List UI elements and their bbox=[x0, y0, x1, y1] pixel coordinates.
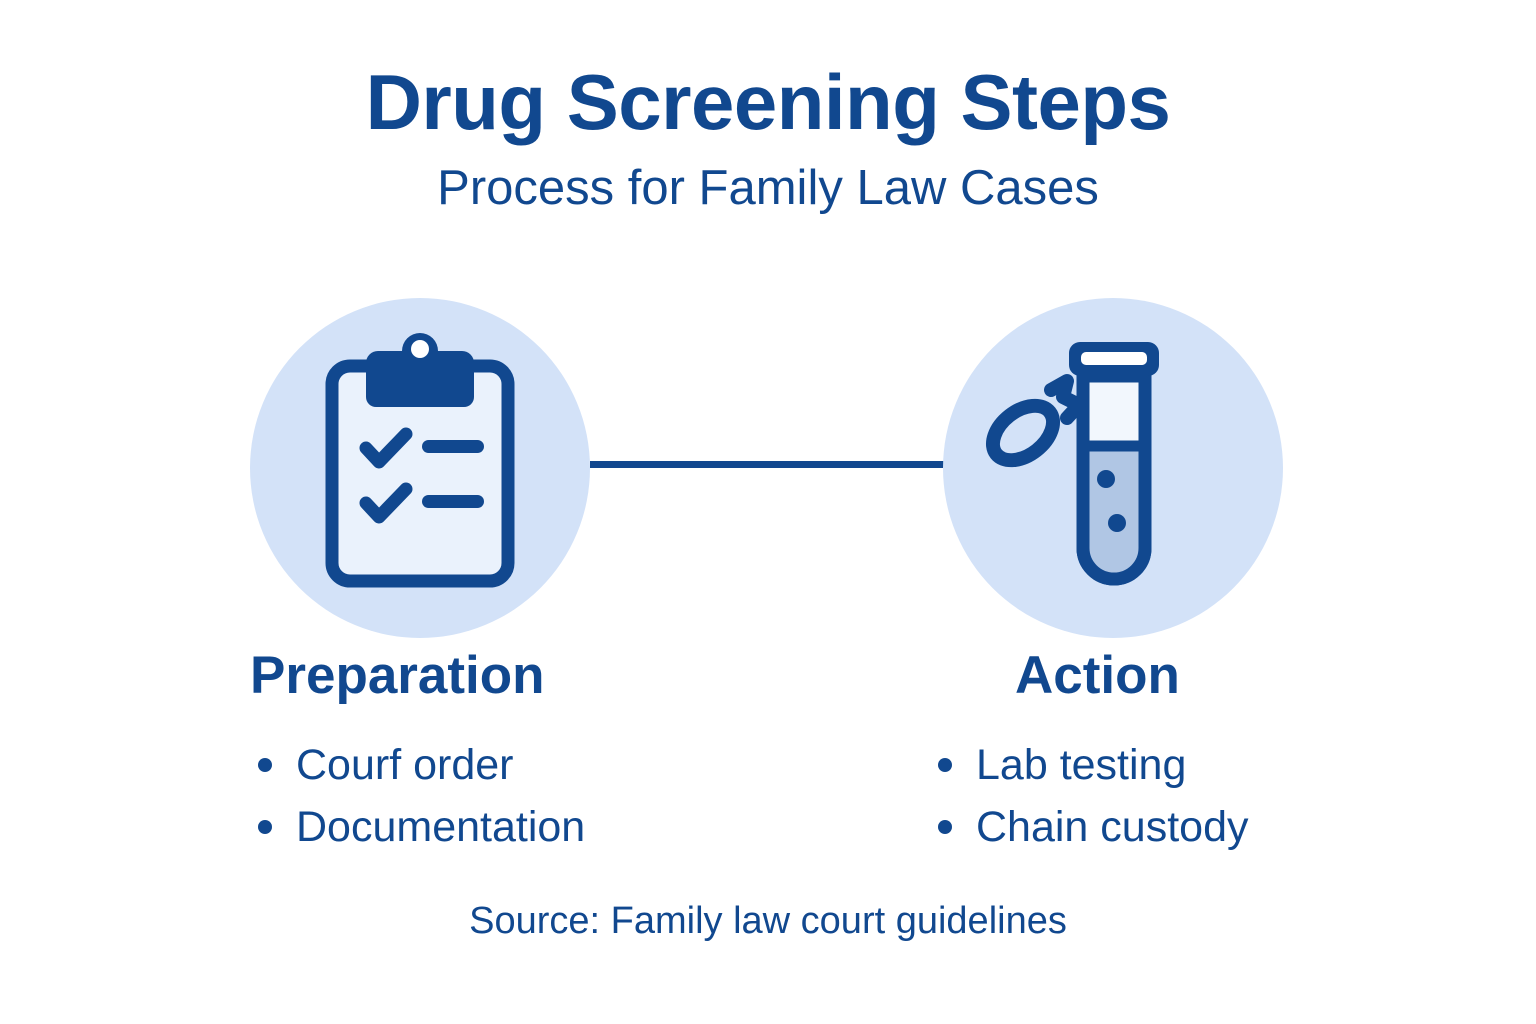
bullet-dot-icon bbox=[938, 757, 952, 772]
clipboard-checklist-icon bbox=[325, 333, 515, 588]
bullet-dot-icon bbox=[258, 757, 272, 772]
page-title: Drug Screening Steps bbox=[365, 58, 1171, 146]
column-heading-preparation: Preparation bbox=[250, 646, 545, 705]
list-item-label: Courf order bbox=[296, 740, 514, 789]
list-item-label: Lab testing bbox=[976, 740, 1187, 789]
bullet-list-action: Lab testing Chain custody bbox=[880, 734, 1440, 859]
label-columns: Preparation Courf order Documentation Ac… bbox=[0, 648, 1536, 878]
list-item-label: Documentation bbox=[296, 802, 586, 851]
column-preparation: Preparation Courf order Documentation bbox=[250, 648, 810, 858]
node-preparation bbox=[250, 298, 590, 638]
test-tube-dropper-icon bbox=[985, 342, 1159, 586]
column-heading-action: Action bbox=[1015, 646, 1180, 705]
bullet-dot-icon bbox=[258, 820, 272, 835]
list-item-label: Chain custody bbox=[976, 802, 1249, 851]
node-action bbox=[943, 298, 1283, 638]
list-item: Courf order bbox=[250, 734, 810, 796]
page-subtitle: Process for Family Law Cases bbox=[437, 161, 1099, 216]
source-note: Source: Family law court guidelines bbox=[469, 900, 1067, 942]
column-action: Action Lab testing Chain custody bbox=[880, 648, 1440, 858]
list-item: Chain custody bbox=[930, 796, 1440, 858]
bullet-list-preparation: Courf order Documentation bbox=[250, 734, 810, 859]
header: Drug Screening Steps Process for Family … bbox=[0, 58, 1536, 216]
bullet-dot-icon bbox=[938, 820, 952, 835]
process-diagram bbox=[0, 298, 1536, 640]
list-item: Documentation bbox=[250, 796, 810, 858]
connector-line bbox=[590, 461, 944, 468]
list-item: Lab testing bbox=[930, 734, 1440, 796]
